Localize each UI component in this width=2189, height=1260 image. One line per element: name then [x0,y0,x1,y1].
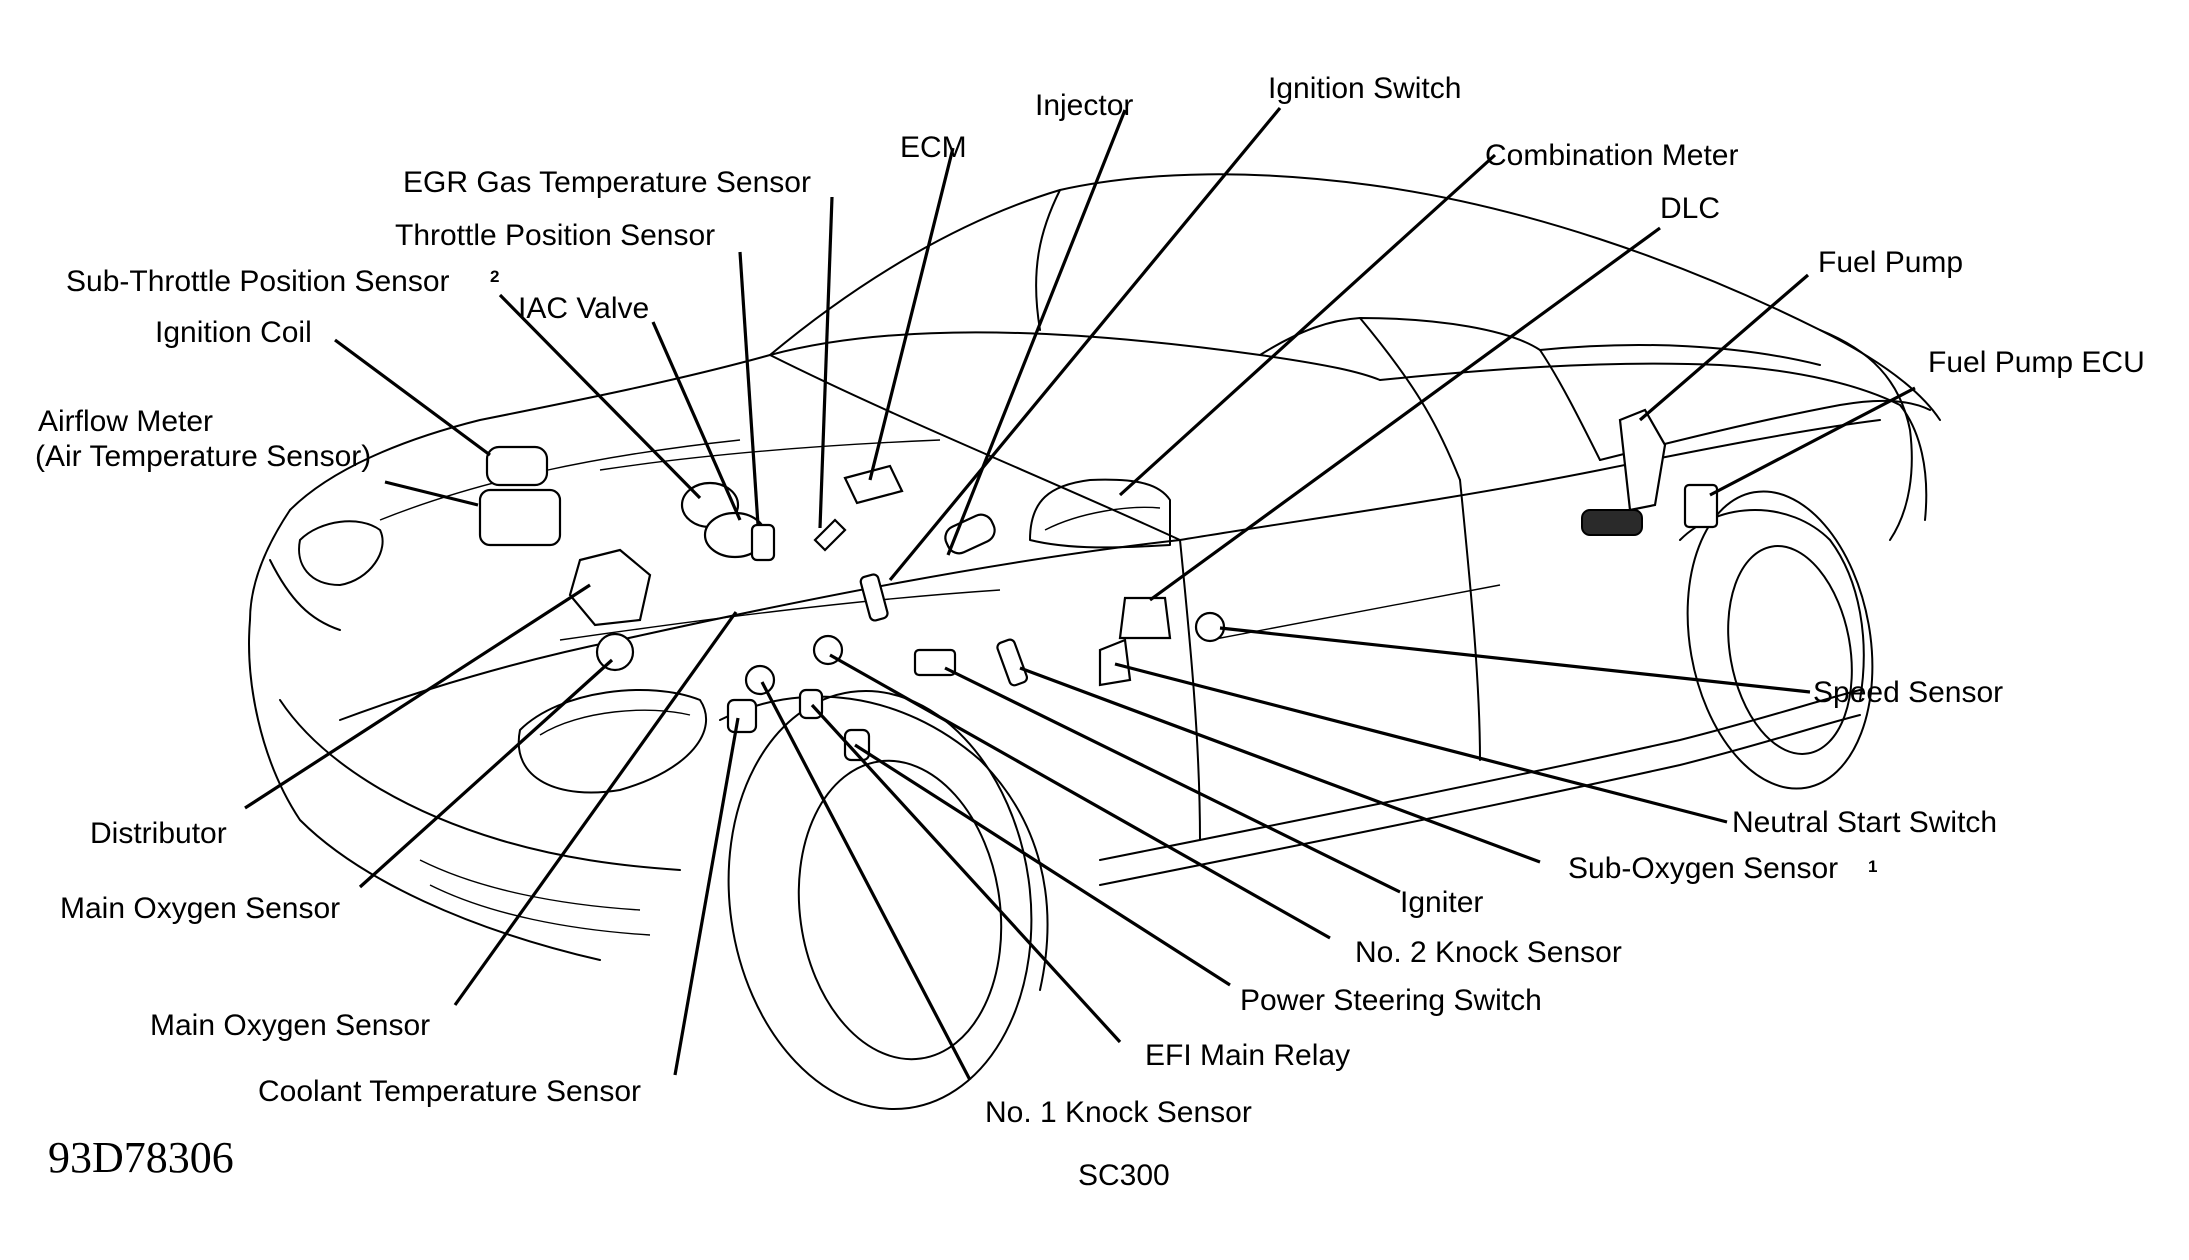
label-main-oxygen-sensor-2: Main Oxygen Sensor [150,1009,430,1042]
throttle-position-sensor-part [750,523,776,562]
label-speed-sensor: Speed Sensor [1813,676,2003,709]
fuel-pump-tray-part [1581,509,1643,536]
label-efi-main-relay: EFI Main Relay [1145,1039,1350,1072]
label-ignition-switch: Ignition Switch [1268,72,1461,105]
label-ecm: ECM [900,131,967,164]
footnote-sub-oxygen-sensor: 1 [1868,857,1877,876]
component-glyphs [478,408,1719,762]
label-fuel-pump: Fuel Pump [1818,246,1963,279]
neutral-start-switch-part [1098,638,1132,687]
component-labels: Injector Ignition Switch ECM Combination… [35,72,2145,1129]
label-fuel-pump-ecu: Fuel Pump ECU [1928,346,2145,379]
leader-lines [244,106,1916,1081]
label-airflow-meter: Airflow Meter [38,405,213,438]
coolant-sensor-part [726,698,758,734]
fuel-pump-ecu-part [1683,483,1719,529]
label-sub-oxygen-sensor: Sub-Oxygen Sensor [1568,852,1838,885]
egr-sensor-part [813,518,847,552]
footnote-sub-throttle-position-sensor: 2 [490,267,499,286]
label-igniter: Igniter [1400,886,1483,919]
label-neutral-start-switch: Neutral Start Switch [1732,806,1997,839]
ignition-switch-part [859,573,889,622]
figure-code: 93D78306 [48,1133,234,1182]
label-ignition-coil: Ignition Coil [155,316,312,349]
injector-part [944,513,996,555]
main-oxygen-sensor-part [595,632,635,672]
distributor-part [568,548,652,627]
label-egr-gas-temperature-sensor: EGR Gas Temperature Sensor [403,166,811,199]
label-iac-valve: IAC Valve [518,292,649,325]
label-dlc: DLC [1660,192,1720,225]
label-throttle-position-sensor: Throttle Position Sensor [395,219,715,252]
label-no1-knock-sensor: No. 1 Knock Sensor [985,1096,1252,1129]
speed-sensor-part [1194,611,1226,643]
ignition-coil-part [485,445,549,487]
label-airflow-meter-line2: (Air Temperature Sensor) [35,440,371,473]
label-main-oxygen-sensor-1: Main Oxygen Sensor [60,892,340,925]
label-sub-throttle-position-sensor: Sub-Throttle Position Sensor [66,265,450,298]
ecm-part [843,464,904,505]
label-power-steering-switch: Power Steering Switch [1240,984,1542,1017]
label-coolant-temperature-sensor: Coolant Temperature Sensor [258,1075,641,1108]
no1-knock-sensor-part [744,664,776,696]
dlc-part [1118,596,1172,640]
sub-oxygen-sensor-part [996,638,1029,687]
car-illustration [248,173,1941,1111]
label-injector: Injector [1035,89,1133,122]
airflow-meter-part [478,488,562,547]
fuel-pump-part [1618,408,1667,512]
label-no2-knock-sensor: No. 2 Knock Sensor [1355,936,1622,969]
label-distributor: Distributor [90,817,227,850]
label-combination-meter: Combination Meter [1485,139,1738,172]
model-label: SC300 [1078,1159,1170,1192]
